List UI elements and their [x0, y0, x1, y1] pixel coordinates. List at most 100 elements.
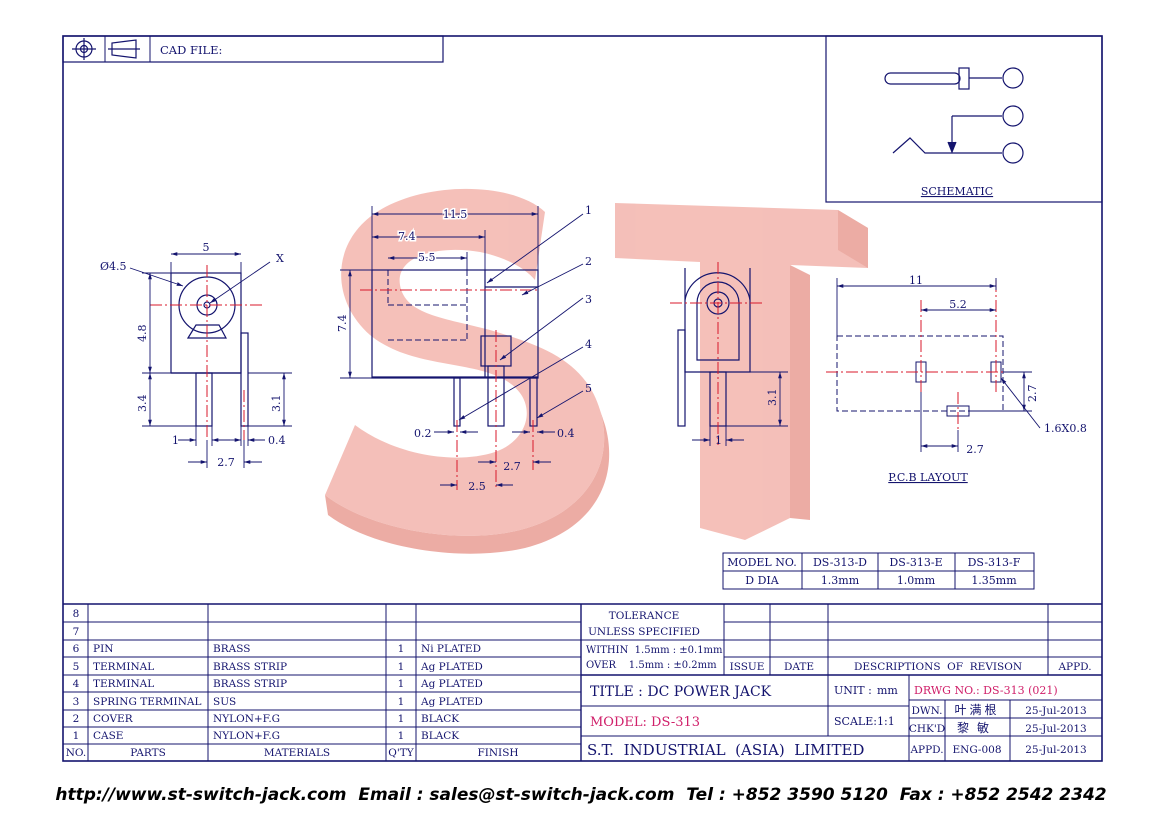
bom-row-finish: Ag PLATED	[420, 678, 483, 690]
callout-5: 5	[585, 382, 592, 395]
title-block: TITLE : DC POWER JACK UNIT : mm DRWG NO.…	[587, 684, 1087, 759]
dim-pcb-v: 2.7	[1026, 385, 1039, 403]
scale-label: SCALE:	[834, 715, 877, 728]
side-view-hidden-lines	[387, 270, 468, 341]
bom-row-qty: 1	[398, 713, 405, 725]
bom-header-finish: FINISH	[477, 747, 518, 759]
bom-row-finish: Ag PLATED	[420, 696, 483, 708]
model-table-header-1: DS-313-D	[813, 556, 867, 569]
dim-pcb-d: 5.2	[949, 298, 967, 311]
dim-pcb-slot: 1.6X0.8	[1044, 422, 1087, 435]
bom-row-part: PIN	[93, 643, 113, 655]
model-table-cell-1: 1.3mm	[821, 574, 860, 587]
appd-name: ENG-008	[952, 744, 1001, 756]
bom-row-finish: Ag PLATED	[420, 661, 483, 673]
bom-table: 8 7 6 PIN BRASS 1 Ni PLATED 5 TERMINAL B…	[66, 608, 519, 759]
drawing-number: DRWG NO.: DS-313 (021)	[914, 684, 1058, 697]
tolerance-title: TOLERANCE	[609, 610, 680, 622]
bom-row-no: 5	[73, 661, 80, 673]
revision-appd: APPD.	[1057, 661, 1091, 673]
bom-row-material: NYLON+F.G	[213, 730, 280, 742]
bom-row-no: 4	[73, 678, 80, 690]
dim-back-h: 3.1	[766, 389, 779, 407]
dim-side-h: 7.4	[336, 315, 349, 333]
dim-side-t1: 0.2	[414, 427, 432, 440]
watermark-letter-s	[325, 188, 605, 536]
appd-label: APPD.	[909, 744, 943, 756]
side-view-dimensions	[340, 206, 584, 487]
tolerance-block: TOLERANCE UNLESS SPECIFIED WITHIN 1.5mm …	[586, 610, 723, 671]
bom-header-no: NO.	[66, 747, 87, 759]
model-name: MODEL: DS-313	[590, 715, 700, 730]
bom-row-part: COVER	[93, 713, 134, 725]
bom-row-part: SPRING TERMINAL	[93, 696, 201, 708]
tolerance-subtitle: UNLESS SPECIFIED	[588, 626, 700, 638]
model-table-cell-3: 1.35mm	[971, 574, 1017, 587]
model-table-header-3: DS-313-F	[968, 556, 1021, 569]
bom-row-finish: BLACK	[421, 730, 459, 742]
pcb-layout-label: P.C.B LAYOUT	[888, 471, 968, 484]
pcb-centerlines	[826, 280, 1012, 430]
bom-row-material: SUS	[213, 696, 236, 708]
dim-pcb-w: 11	[909, 274, 923, 287]
bom-row-no: 1	[73, 730, 80, 742]
schematic-label: SCHEMATIC	[921, 185, 993, 198]
unit-label: UNIT :	[834, 684, 872, 697]
revision-grid	[581, 604, 1102, 761]
bom-row-qty: 1	[398, 730, 405, 742]
st-watermark	[325, 188, 868, 554]
dim-pcb-h: 2.7	[966, 443, 984, 456]
callout-1: 1	[585, 204, 592, 217]
bom-row-no: 3	[73, 696, 80, 708]
pcb-dimensions	[836, 278, 1041, 452]
back-view-dimensions	[692, 371, 788, 446]
bom-row-no: 2	[73, 713, 80, 725]
bom-row-finish: BLACK	[421, 713, 459, 725]
bom-row-part: TERMINAL	[93, 678, 154, 690]
front-view	[170, 272, 249, 427]
bom-row-part: CASE	[93, 730, 123, 742]
bom-row-qty: 1	[398, 643, 405, 655]
sheet-border	[62, 35, 1103, 762]
drawing-title: TITLE : DC POWER JACK	[590, 684, 772, 700]
projection-symbol-icon	[72, 38, 140, 60]
unit-value: mm	[877, 684, 898, 697]
appd-date: 25-Jul-2013	[1025, 744, 1087, 756]
bom-row-qty: 1	[398, 696, 405, 708]
dim-front-width: 5	[203, 241, 210, 254]
bom-header-qty: Q'TY	[388, 747, 414, 759]
pcb-layout	[836, 335, 1004, 417]
callout-3: 3	[585, 293, 592, 306]
dim-side-p2: 2.5	[468, 480, 486, 493]
bom-row-no: 7	[73, 626, 80, 638]
bom-row-no: 8	[73, 608, 80, 620]
dim-front-dia: Ø4.5	[100, 260, 127, 273]
cad-file-box: CAD FILE:	[62, 35, 444, 63]
dim-back-pin: 1	[715, 434, 722, 447]
bom-header-materials: MATERIALS	[264, 747, 330, 759]
dim-front-x: X	[276, 252, 284, 265]
dim-front-h2: 3.4	[136, 395, 149, 413]
company-name: S.T. INDUSTRIAL (ASIA) LIMITED	[587, 741, 864, 759]
bom-row-qty: 1	[398, 678, 405, 690]
chkd-name: 黎敏	[957, 720, 997, 735]
tolerance-line-1: WITHIN 1.5mm : ±0.1mm	[586, 645, 723, 656]
model-table-cell-0: D DIA	[745, 574, 779, 587]
revision-date: DATE	[784, 661, 814, 673]
dim-front-pin: 1	[172, 434, 179, 447]
bom-grid	[63, 603, 1102, 761]
bom-header-parts: PARTS	[130, 747, 166, 759]
schematic-box	[825, 35, 1103, 203]
model-table-header-2: DS-313-E	[889, 556, 942, 569]
revision-descriptions: DESCRIPTIONS OF REVISON	[854, 661, 1022, 673]
bom-row-part: TERMINAL	[93, 661, 154, 673]
watermark-letter-t-side	[790, 210, 868, 520]
chkd-date: 25-Jul-2013	[1025, 723, 1087, 735]
front-view-dimensions	[129, 252, 292, 468]
bom-row-material: BRASS STRIP	[213, 678, 287, 690]
bom-row-finish: Ni PLATED	[421, 643, 481, 655]
dim-front-pitch: 2.7	[217, 456, 235, 469]
tolerance-line-2: OVER 1.5mm : ±0.2mm	[586, 660, 717, 671]
bom-row-qty: 1	[398, 661, 405, 673]
model-table	[722, 552, 1035, 590]
